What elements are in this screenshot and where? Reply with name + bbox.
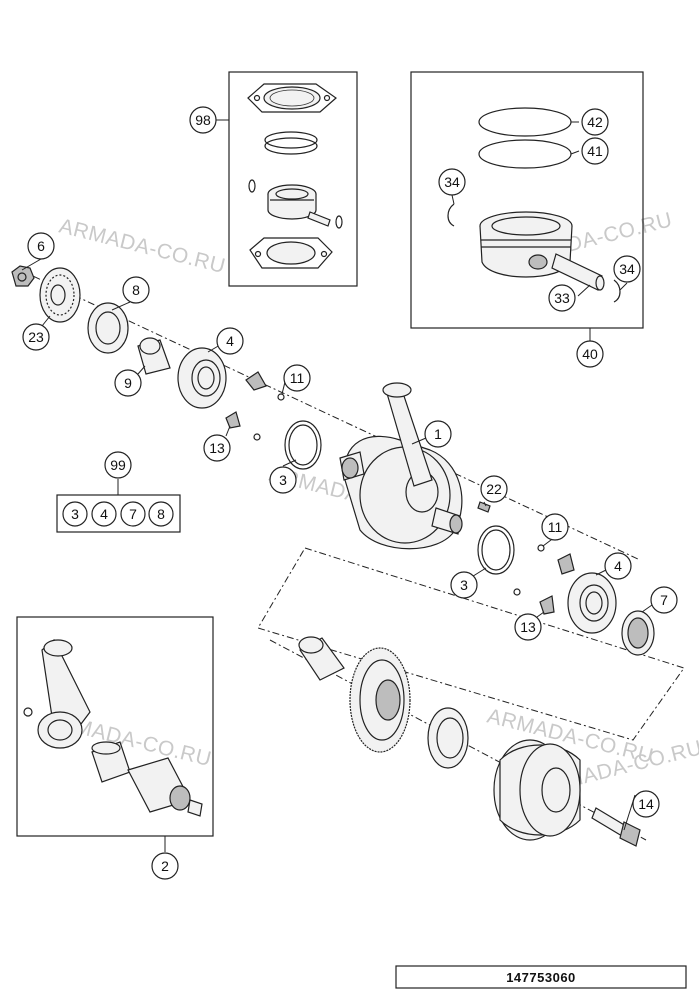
callout-23[interactable]: 23	[22, 323, 50, 351]
callout-99-label: 99	[110, 457, 126, 473]
callout-11-left-label: 11	[290, 370, 305, 386]
callout-34-right-label: 34	[619, 261, 635, 277]
callout-7[interactable]: 7	[650, 586, 678, 614]
callout-14[interactable]: 14	[632, 790, 660, 818]
callout-3-left-label: 3	[279, 472, 287, 488]
svg-text:3: 3	[71, 506, 79, 522]
callout-34-left[interactable]: 34	[438, 168, 466, 196]
callout-9[interactable]: 9	[114, 369, 142, 397]
diagram-code-box: 147753060	[395, 965, 687, 989]
callout-1-label: 1	[434, 426, 442, 442]
callout-6[interactable]: 6	[27, 232, 55, 260]
callout-33-label: 33	[554, 290, 570, 306]
axis-upper	[19, 269, 641, 561]
callout-11-right-label: 11	[548, 519, 563, 535]
svg-text:8: 8	[157, 506, 165, 522]
callout-2-label: 2	[161, 858, 169, 874]
callout-98[interactable]: 98	[189, 106, 217, 134]
kit-99-part-3[interactable]: 3	[62, 501, 88, 527]
callout-4-left[interactable]: 4	[216, 327, 244, 355]
callout-11-right[interactable]: 11	[541, 513, 569, 541]
watermark-1: ARMADA-CO.RU	[57, 215, 228, 279]
kit-99-part-8[interactable]: 8	[148, 501, 174, 527]
callout-3-right[interactable]: 3	[450, 571, 478, 599]
callout-40[interactable]: 40	[576, 340, 604, 368]
callout-13-right[interactable]: 13	[514, 613, 542, 641]
callout-98-label: 98	[195, 112, 211, 128]
starter-assembly-outline	[257, 547, 685, 741]
callout-34-left-label: 34	[444, 174, 460, 190]
callout-13-left[interactable]: 13	[203, 434, 231, 462]
left-parts	[11, 265, 322, 470]
diagram-code: 147753060	[506, 970, 576, 985]
kit-99-part-4[interactable]: 4	[91, 501, 117, 527]
callout-41-label: 41	[587, 143, 603, 159]
callout-8[interactable]: 8	[122, 276, 150, 304]
callout-40-label: 40	[582, 346, 598, 362]
callout-2[interactable]: 2	[151, 852, 179, 880]
gasket-kit-box	[228, 71, 358, 287]
callout-3-right-label: 3	[460, 577, 468, 593]
right-parts	[477, 525, 655, 656]
callout-11-left[interactable]: 11	[283, 364, 311, 392]
starter-parts	[298, 636, 641, 847]
callout-14-label: 14	[638, 796, 654, 812]
callout-3-left[interactable]: 3	[269, 466, 297, 494]
callout-22-label: 22	[486, 481, 502, 497]
callout-22[interactable]: 22	[480, 475, 508, 503]
callout-6-label: 6	[37, 238, 45, 254]
callout-34-right[interactable]: 34	[613, 255, 641, 283]
callout-23-label: 23	[28, 329, 44, 345]
callout-9-label: 9	[124, 375, 132, 391]
callout-1[interactable]: 1	[424, 420, 452, 448]
conrod-kit-box	[16, 616, 214, 837]
callout-99[interactable]: 99	[104, 451, 132, 479]
kit-99-part-7[interactable]: 7	[120, 501, 146, 527]
svg-text:4: 4	[100, 506, 108, 522]
callout-41[interactable]: 41	[581, 137, 609, 165]
callout-4-right[interactable]: 4	[604, 552, 632, 580]
callout-42-label: 42	[587, 114, 603, 130]
callout-33[interactable]: 33	[548, 284, 576, 312]
svg-text:7: 7	[129, 506, 137, 522]
callout-4-right-label: 4	[614, 558, 622, 574]
callout-13-right-label: 13	[520, 619, 536, 635]
callout-8-label: 8	[132, 282, 140, 298]
piston-kit-box	[410, 71, 644, 329]
callout-42[interactable]: 42	[581, 108, 609, 136]
crankshaft	[339, 382, 491, 550]
callout-7-label: 7	[660, 592, 668, 608]
callout-13-left-label: 13	[209, 440, 225, 456]
callout-4-left-label: 4	[226, 333, 234, 349]
